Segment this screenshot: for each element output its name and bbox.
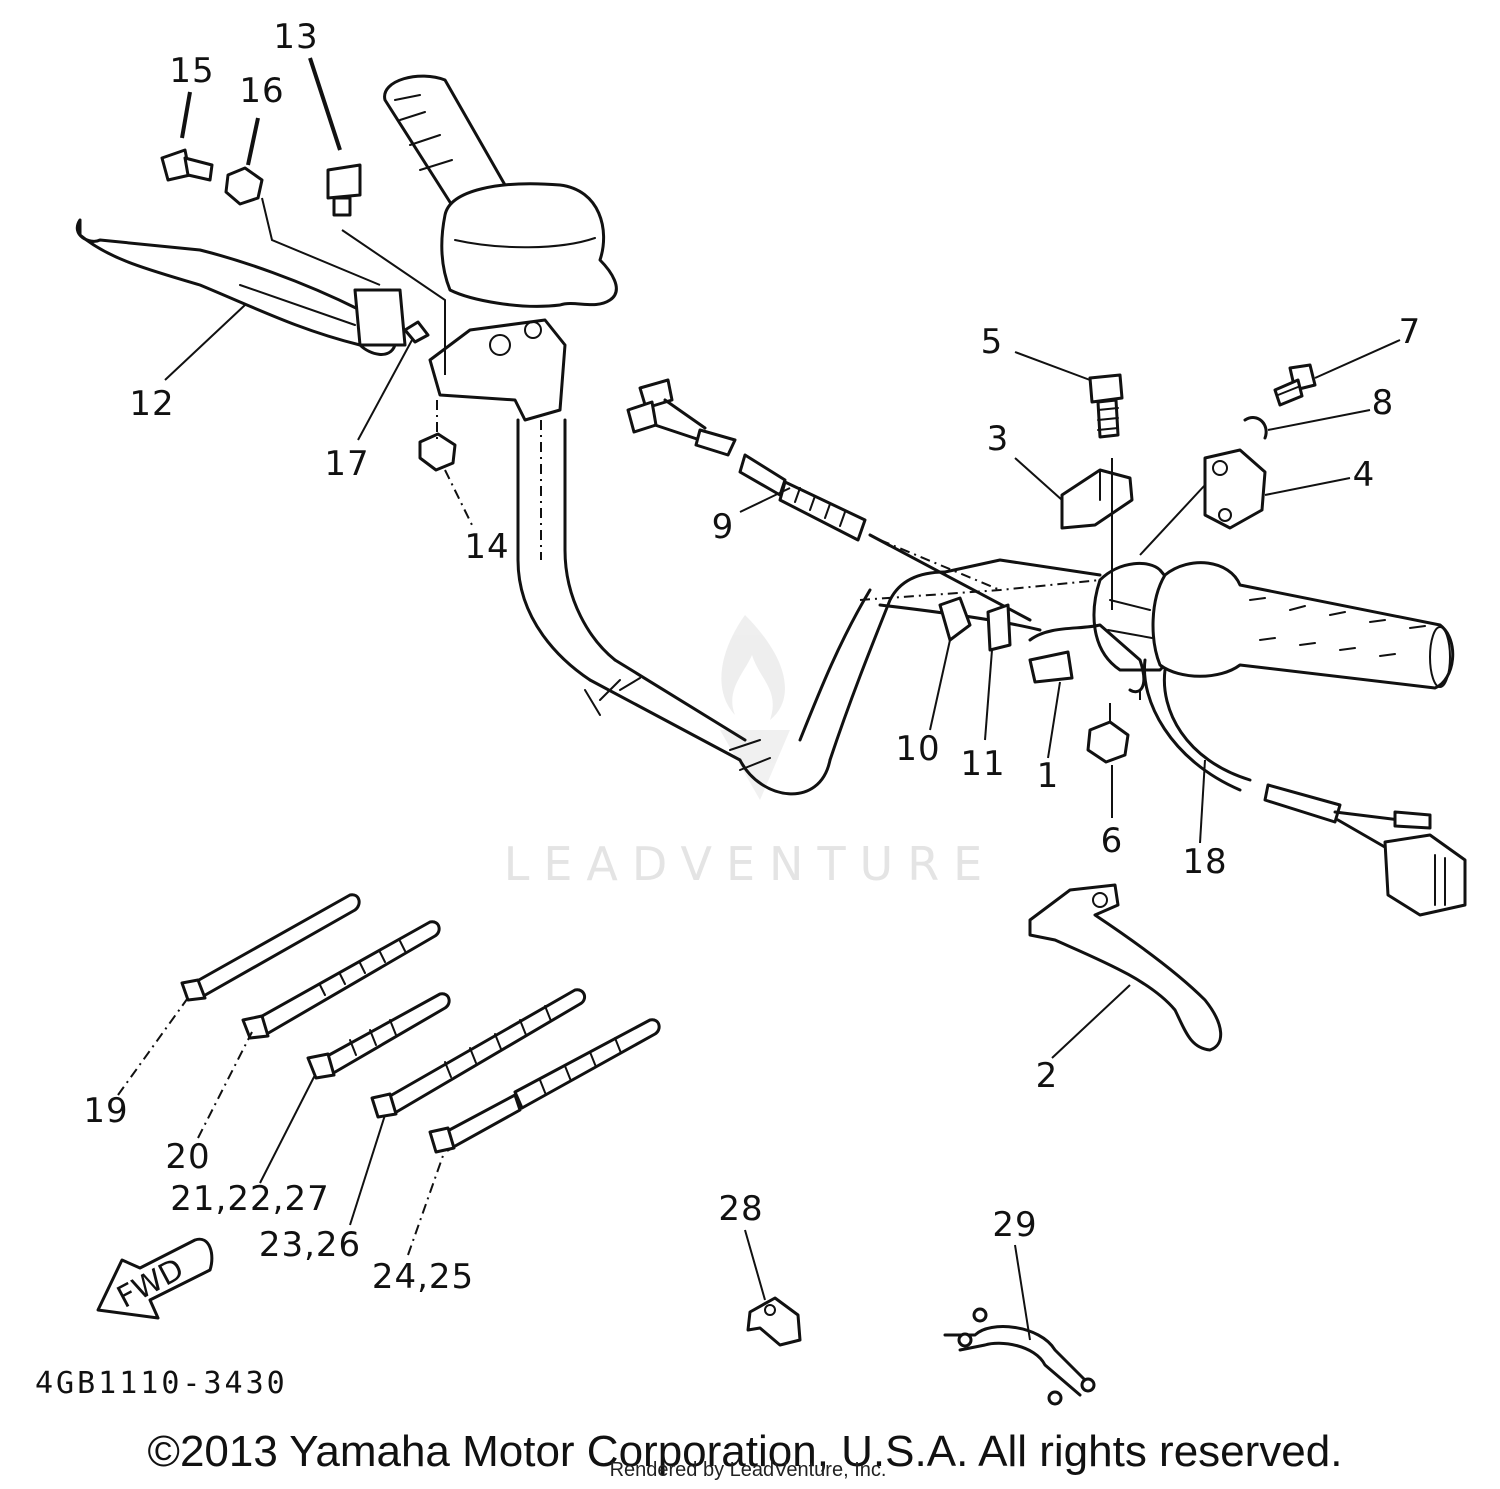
diagram-code: 4GB1110-3430	[35, 1366, 288, 1401]
brake-lever	[1028, 883, 1223, 1052]
bolt-13	[326, 163, 362, 217]
label-part-21-22-27: 21,22,27	[170, 1179, 329, 1219]
lever-bracket	[428, 318, 567, 422]
label-part-19: 19	[83, 1091, 128, 1131]
label-part-1: 1	[1037, 756, 1060, 796]
label-part-24-25: 24,25	[372, 1257, 474, 1297]
label-part-18: 18	[1182, 842, 1227, 882]
cable-tie-20	[241, 920, 441, 1040]
label-part-8: 8	[1372, 383, 1395, 423]
leader-lines	[117, 57, 1401, 1341]
label-part-28: 28	[718, 1189, 763, 1229]
label-part-14: 14	[464, 527, 509, 567]
cable-tie-19	[180, 893, 361, 1002]
rendered-by-text: Rendered by LeadVenture, Inc.	[610, 1459, 887, 1481]
part-labels: 13 15 16 12 17 14 9 5 3 7 8 4 10 11 1 6 …	[83, 17, 1422, 1297]
bracket-1	[1028, 623, 1146, 694]
holder-3	[1060, 468, 1134, 530]
label-part-4: 4	[1353, 455, 1376, 495]
cable-9	[626, 378, 1032, 622]
label-part-16: 16	[239, 71, 284, 111]
watermark-text: LEADVENTURE	[504, 837, 997, 891]
label-part-20: 20	[165, 1137, 210, 1177]
label-part-10: 10	[895, 729, 940, 769]
clamp-28	[746, 1296, 802, 1347]
clutch-lever	[76, 218, 407, 356]
nut-16	[224, 166, 264, 206]
holder-4	[1203, 448, 1267, 530]
cable-tie-23	[370, 988, 587, 1119]
label-part-9: 9	[712, 507, 735, 547]
switch-wire-18	[1142, 658, 1467, 917]
label-part-13: 13	[273, 17, 318, 57]
label-part-6: 6	[1101, 821, 1124, 861]
label-part-2: 2	[1036, 1056, 1059, 1096]
copyright-text: ©2013 Yamaha Motor Corporation, U.S.A. A…	[148, 1427, 1343, 1476]
bolt-15	[160, 148, 214, 182]
label-part-5: 5	[981, 322, 1004, 362]
washer-8	[1243, 416, 1268, 440]
fwd-arrow-icon: FWD	[96, 1237, 214, 1320]
cable-tie-21	[306, 992, 451, 1080]
bolt-5	[1088, 373, 1124, 439]
flame-logo-icon	[720, 615, 790, 800]
label-part-12: 12	[129, 384, 174, 424]
cable-tie-24	[428, 1018, 661, 1154]
nut-6	[1086, 720, 1130, 764]
collar-10	[938, 596, 972, 642]
label-part-7: 7	[1399, 312, 1422, 352]
label-part-11: 11	[960, 744, 1005, 784]
collar-11	[986, 603, 1012, 652]
clip-17	[403, 320, 430, 344]
label-part-29: 29	[992, 1205, 1037, 1245]
clamp-29	[943, 1307, 1096, 1406]
bolt-7	[1273, 363, 1317, 407]
label-part-3: 3	[987, 419, 1010, 459]
handlebar	[383, 74, 1455, 796]
nut-14	[418, 432, 457, 472]
label-part-23-26: 23,26	[259, 1225, 361, 1265]
label-part-15: 15	[169, 51, 214, 91]
label-part-17: 17	[324, 444, 369, 484]
